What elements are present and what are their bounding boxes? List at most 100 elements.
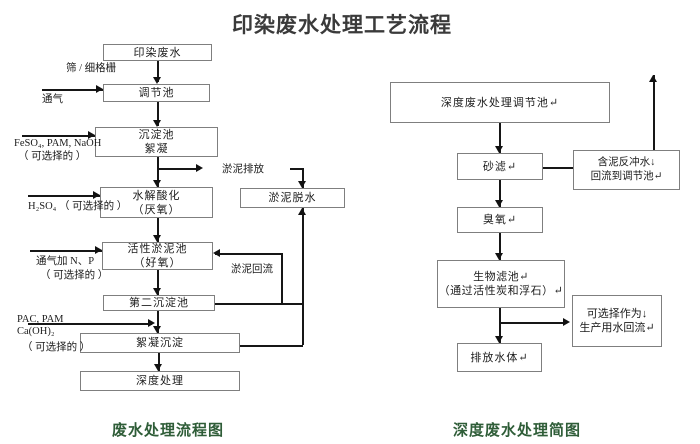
node-raw-wastewater: 印染废水: [103, 44, 212, 61]
caption-right-chart: 深度废水处理简图: [453, 423, 582, 439]
connector-aeration-in: [42, 89, 103, 91]
connector-flocculation-to-sludge-line: [240, 345, 303, 347]
node-regulating-tank: 调节池: [103, 84, 210, 102]
connector-flocculation-to-advanced: [158, 353, 160, 371]
connector-discharge-to-dewatering-h: [290, 168, 303, 170]
label-sludge-return: 淤泥回流: [231, 264, 273, 275]
node-backwash-return: 含泥反冲水↓ 回流到调节池↵: [573, 150, 680, 190]
arrowhead-down-icon: [153, 180, 161, 187]
node-reuse-line2: 生产用水回流↵: [579, 322, 655, 334]
node-biofilter-line1: 生物滤池↵: [473, 271, 529, 283]
node-activated-sludge-line2: （好氧）: [133, 257, 182, 269]
label-aeration: 通气: [42, 94, 63, 105]
connector-sludge-return-h: [215, 253, 282, 255]
node-backwash-line2: 回流到调节池↵: [590, 171, 663, 182]
node-sludge-dewatering: 淤泥脱水: [240, 188, 345, 208]
node-sand-filter-label: 砂滤↵: [482, 160, 518, 173]
arrowhead-up-icon: [298, 208, 306, 215]
connector-raw-to-regulating: [157, 61, 159, 82]
arrowhead-down-icon: [495, 146, 503, 153]
label-aeration-np-optional: （ 可选择的 ）: [40, 270, 109, 281]
arrowhead-down-icon: [298, 181, 306, 188]
arrowhead-down-icon: [495, 200, 503, 207]
label-feso4-pam-naoh: FeSO₄, PAM, NaOH: [14, 138, 102, 149]
arrowhead-right-icon: [563, 318, 570, 326]
arrowhead-right-icon: [196, 164, 203, 172]
page-title: 印染废水处理工艺流程: [232, 14, 452, 37]
node-biofilter: 生物滤池↵ （通过活性炭和浮石）↵: [437, 260, 565, 308]
label-caoh2: Ca(OH)₂: [17, 326, 55, 337]
node-hydrolysis-line2: （厌氧）: [132, 203, 181, 216]
node-sedimentation-tank: 沉淀池 絮凝: [95, 127, 218, 157]
connector-regulating-to-sedimentation: [157, 102, 159, 126]
connector-deep-to-sand: [499, 123, 501, 153]
connector-biofilter-to-discharge: [499, 308, 501, 343]
node-activated-sludge-tank: 活性淤泥池 （好氧）: [102, 242, 213, 270]
connector-discharge-to-dewatering-v: [302, 168, 304, 188]
arrowhead-down-icon: [153, 235, 161, 242]
node-raw-wastewater-label: 印染废水: [133, 46, 182, 59]
label-pac-optional: （ 可选择的 ）: [22, 342, 91, 353]
node-flocculation-sedimentation-label: 絮凝沉淀: [136, 337, 184, 349]
label-feso4-optional: （ 可选择的 ）: [18, 151, 87, 162]
connector-sludge-return-v: [281, 253, 283, 304]
node-advanced-treatment-label: 深度处理: [136, 375, 184, 387]
connector-secondary-to-sludge-line: [215, 303, 303, 305]
node-secondary-sedimentation: 第二沉淀池: [103, 295, 215, 311]
arrowhead-down-icon: [153, 77, 161, 84]
arrowhead-down-icon: [153, 120, 161, 127]
node-ozone-label: 臭氧↵: [482, 214, 518, 226]
connector-sand-to-backwash: [543, 167, 573, 169]
connector-feso4-in: [22, 135, 95, 137]
label-pac-pam: PAC, PAM: [17, 314, 64, 325]
connector-hydrolysis-to-activated: [157, 218, 159, 242]
label-aeration-np: 通气加 N、P: [36, 256, 95, 267]
connector-activated-to-secondary: [157, 270, 159, 295]
connector-pac-in: [28, 323, 152, 325]
connector-sludge-to-dewatering-v: [302, 208, 304, 345]
connector-h2so4-in: [28, 195, 100, 197]
connector-aeration-np-in: [30, 250, 102, 252]
connector-sedimentation-to-hydrolysis: [157, 157, 159, 187]
caption-left-chart: 废水处理流程图: [112, 423, 225, 439]
arrowhead-down-icon: [154, 364, 162, 371]
connector-biofilter-to-reuse: [499, 322, 565, 324]
arrowhead-up-icon: [649, 75, 657, 82]
node-discharge-water-label: 排放水体↵: [470, 351, 529, 364]
node-discharge-water: 排放水体↵: [457, 343, 542, 372]
node-biofilter-line2: （通过活性炭和浮石）↵: [438, 285, 564, 297]
node-reuse-line1: 可选择作为↓: [586, 308, 648, 320]
node-secondary-sedimentation-label: 第二沉淀池: [129, 297, 189, 309]
node-deep-regulating-label: 深度废水处理调节池↵: [440, 96, 560, 109]
label-h2so4-optional: H₂SO₄ （ 可选择的 ）: [28, 201, 128, 212]
arrowhead-down-icon: [495, 253, 503, 260]
connector-ozone-to-biofilter: [499, 233, 501, 260]
arrowhead-left-icon: [213, 249, 220, 257]
arrowhead-right-icon: [88, 131, 95, 139]
node-reuse-optional: 可选择作为↓ 生产用水回流↵: [572, 295, 662, 347]
connector-sand-to-ozone: [499, 180, 501, 207]
node-backwash-line1: 含泥反冲水↓: [597, 157, 656, 168]
node-hydrolysis-line1: 水解酸化: [132, 189, 181, 202]
node-activated-sludge-line1: 活性淤泥池: [127, 243, 188, 255]
arrowhead-down-icon: [153, 326, 161, 333]
node-flocculation-sedimentation: 絮凝沉淀: [80, 333, 240, 353]
node-sand-filter: 砂滤↵: [457, 153, 543, 180]
node-regulating-tank-label: 调节池: [138, 87, 175, 99]
label-screen-grating: 筛 / 细格栅: [66, 63, 117, 74]
connector-sludge-discharge-branch: [157, 168, 200, 170]
node-deep-regulating-tank: 深度废水处理调节池↵: [390, 82, 610, 123]
connector-secondary-to-flocculation: [157, 311, 159, 333]
connector-backwash-return-up: [653, 75, 655, 150]
arrowhead-down-icon: [153, 288, 161, 295]
node-sludge-dewatering-label: 淤泥脱水: [268, 192, 317, 204]
arrowhead-right-icon: [93, 191, 100, 199]
arrowhead-down-icon: [495, 336, 503, 343]
node-sedimentation-line1: 沉淀池: [138, 129, 175, 141]
node-sedimentation-line2: 絮凝: [144, 143, 169, 155]
node-hydrolysis-acidification: 水解酸化 （厌氧）: [100, 187, 213, 218]
arrowhead-right-icon: [148, 319, 155, 327]
label-sludge-discharge: 淤泥排放: [222, 164, 264, 175]
arrowhead-right-icon: [95, 246, 102, 254]
